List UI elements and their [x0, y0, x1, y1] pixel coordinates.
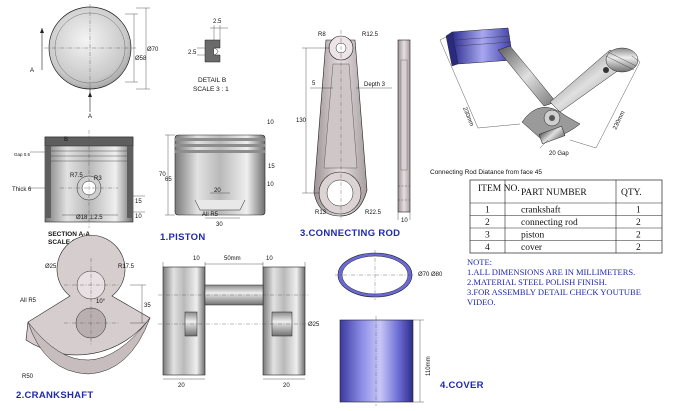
crank-all-r5: All R5 [20, 298, 37, 304]
piston-top-view [40, 4, 150, 112]
crank-r50: R50 [22, 374, 34, 380]
piston-side-d20: 20 [214, 188, 221, 194]
piston-section-d15: 15 [135, 199, 142, 205]
conrod-front-view [302, 30, 392, 220]
assembly-dim-right: 230mm [612, 110, 626, 131]
crank-side-d50mm: 50mm [224, 256, 241, 262]
bom-table [469, 179, 663, 254]
detail-scale: SCALE 3 : 1 [193, 86, 229, 93]
bom-row-4-qty: 2 [636, 243, 641, 253]
section-detail-marker: B [64, 137, 68, 143]
bom-row-2-part: connecting rod [521, 218, 578, 228]
piston-side-d15: 15 [268, 164, 275, 170]
conrod-d5: 5 [312, 81, 316, 87]
piston-r7-5: R7.5 [70, 173, 83, 179]
cover-height: 110mm [426, 356, 432, 376]
piston-h65: 65 [165, 177, 172, 183]
notes-line-4: VIDEO. [467, 297, 496, 307]
conrod-r8: R8 [318, 32, 326, 38]
notes-line-1: 1.ALL DIMENSIONS ARE IN MILLIMETERS. [467, 267, 635, 277]
crank-d35: 35 [144, 303, 151, 309]
assembly-caption: Connecting Rod Diatance from face 45 [430, 169, 542, 176]
piston-side-d10-top: 10 [267, 120, 274, 126]
conrod-r22-5: R22.5 [365, 210, 382, 216]
piston-pin-hole: Ø18 ⊥2.5 [76, 214, 103, 221]
conrod-side-d10: 10 [401, 218, 408, 224]
cover-title: 4.COVER [440, 380, 484, 391]
piston-title: 1.PISTON [160, 232, 206, 243]
bom-row-1-item: 1 [485, 206, 490, 216]
piston-dia-outer: Ø70 [147, 47, 159, 53]
conrod-side-view [397, 39, 411, 220]
assembly-gap: 20 Gap [549, 151, 569, 157]
section-title: SECTION A-A [48, 231, 90, 238]
cover-top-view [335, 250, 415, 300]
crankshaft-side-view [158, 262, 310, 380]
piston-dia-inner: Ø58 [135, 56, 147, 62]
bom-header-item: ITEM NO. [478, 184, 520, 194]
conrod-h130: 130 [296, 118, 307, 124]
bom-row-3-qty: 2 [636, 231, 641, 241]
piston-section-view [28, 130, 145, 228]
bom-row-1-part: crankshaft [521, 205, 561, 216]
piston-h70: 70 [159, 172, 166, 178]
crankshaft-front-view [25, 235, 151, 375]
piston-gap: Gap 0.5 [14, 152, 31, 157]
conrod-depth: Depth 3 [364, 82, 386, 88]
crank-r17-5: R17.5 [118, 264, 135, 270]
bom-header-part: PART NUMBER [521, 188, 587, 198]
crankshaft-title: 2.CRANKSHAFT [16, 390, 94, 401]
piston-section-d10: 10 [135, 214, 142, 220]
notes-line-3: 3.FOR ASSEMBLY DETAIL CHECK YOUTUBE [467, 287, 641, 297]
piston-side-view [165, 134, 266, 219]
bom-row-4-item: 4 [485, 243, 490, 253]
detail-b-view [197, 25, 228, 63]
piston-r3: R3 [94, 176, 102, 182]
assembly-view [439, 27, 641, 149]
crank-angle: 10° [96, 299, 106, 305]
piston-all-r5: All R5 [202, 212, 219, 218]
crank-side-d10-left: 10 [193, 256, 200, 262]
piston-side-d30: 30 [216, 222, 223, 228]
bom-row-1-qty: 1 [636, 206, 641, 216]
crank-side-dia25: Ø25 [308, 322, 320, 328]
piston-thick: Thick 6 [12, 187, 32, 193]
detail-title: DETAIL B [198, 77, 226, 84]
conrod-title: 3.CONNECTING ROD [300, 228, 400, 239]
crank-side-d20-left: 20 [178, 383, 185, 389]
bom-row-2-qty: 2 [636, 218, 641, 228]
bom-row-3-part: piston [521, 231, 544, 241]
section-arrow-label-left: A [30, 68, 34, 74]
conrod-r13: R13 [315, 210, 327, 216]
bom-row-3-item: 3 [485, 231, 490, 241]
section-scale: SCALE 1 : 1.5 [48, 239, 91, 246]
bom-row-2-item: 2 [485, 218, 490, 228]
notes-heading: NOTE: [467, 257, 492, 267]
assembly-dim-left: 230mm [461, 107, 474, 128]
bom-row-4-part: cover [521, 243, 543, 253]
crank-side-d20-right: 20 [283, 383, 290, 389]
detail-dim-top: 2.5 [213, 19, 222, 25]
crank-side-d10-right: 10 [266, 256, 273, 262]
cover-side-view [339, 316, 424, 406]
cover-dias: Ø70 Ø80 [418, 272, 443, 278]
notes-line-2: 2.MATERIAL STEEL POLISH FINISH. [467, 277, 607, 287]
bom-header-qty: QTY. [621, 188, 642, 198]
conrod-r12-5: R12.5 [362, 32, 379, 38]
section-arrow-label-bottom: A [88, 114, 92, 120]
crank-dia25: Ø25 [45, 264, 57, 270]
piston-side-d10-bottom: 10 [267, 182, 274, 188]
detail-dim-left: 2.5 [188, 50, 197, 56]
